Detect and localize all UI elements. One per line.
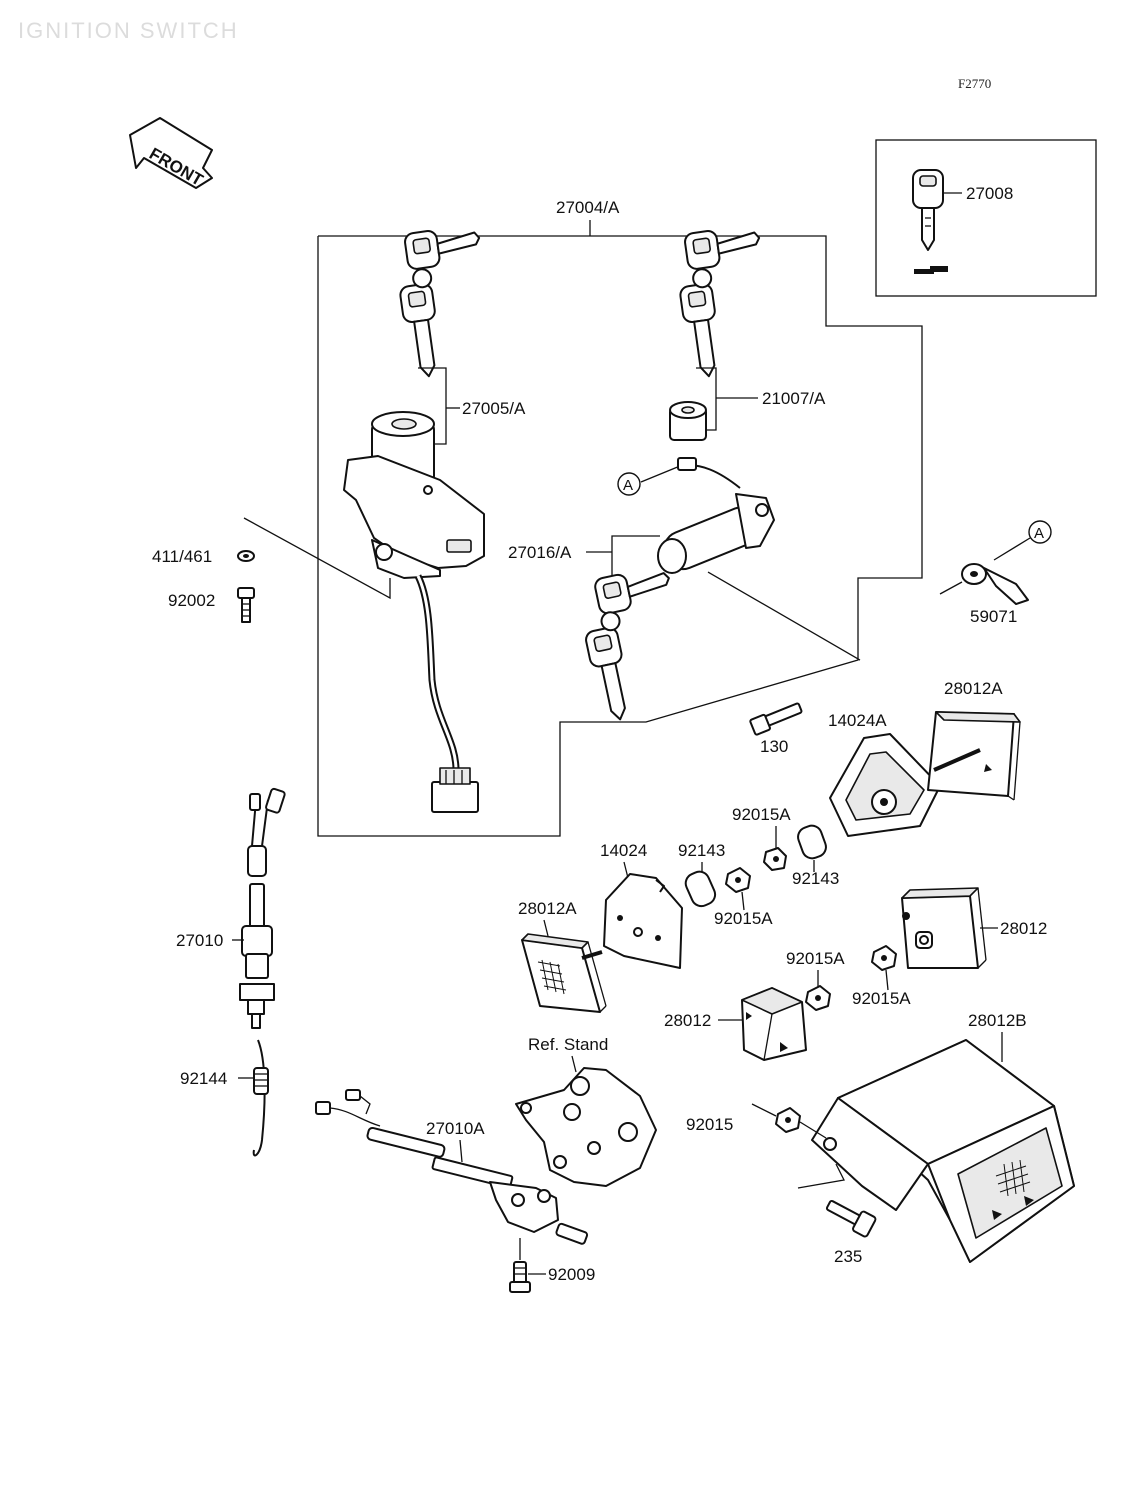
reflector-grid-icon	[537, 959, 567, 995]
key-icon	[912, 169, 944, 251]
nut-92015-icon	[775, 1107, 801, 1133]
nut-1-icon	[763, 847, 787, 871]
part-28012A-top: 28012A	[944, 679, 1003, 698]
part-130: 130	[760, 737, 788, 756]
lock-cylinder-icon	[669, 401, 707, 441]
reflector-left-icon	[521, 933, 607, 1013]
part-27010A: 27010A	[426, 1119, 485, 1138]
spacer-1-icon	[797, 824, 827, 860]
side-stand-switch-icon	[315, 1089, 589, 1245]
part-28012A-left: 28012A	[518, 899, 577, 918]
reflector-top-icon	[927, 711, 1021, 801]
inset-key-box: 27008	[875, 139, 1097, 297]
part-27004: 27004/A	[556, 198, 620, 217]
page-title: IGNITION SWITCH	[18, 18, 239, 43]
part-92144: 92144	[180, 1069, 227, 1088]
kit-outline: 27004/A	[317, 198, 923, 837]
screw-235-icon	[825, 1199, 877, 1238]
part-92143-2: 92143	[792, 869, 839, 888]
part-92015A-4: 92015A	[852, 989, 911, 1008]
spacer-2-icon	[684, 870, 717, 908]
svg-text:A: A	[1034, 525, 1044, 542]
spring-wire-icon	[252, 1039, 269, 1157]
part-92009: 92009	[548, 1265, 595, 1284]
bolt-130-icon	[749, 702, 803, 736]
part-28012-mid: 28012	[664, 1011, 711, 1030]
nut-2-icon	[725, 867, 751, 893]
part-14024: 14024	[600, 841, 647, 860]
part-92015A-1: 92015A	[732, 805, 791, 824]
svg-text:A: A	[623, 477, 633, 494]
ref-stand-label: Ref. Stand	[528, 1035, 608, 1054]
key-pair-left-icon	[399, 230, 481, 378]
reflector-right-icon	[901, 887, 987, 969]
part-92002: 92002	[168, 591, 215, 610]
part-21007: 21007/A	[762, 389, 826, 408]
part-92015A-2: 92015A	[714, 909, 773, 928]
part-27008: 27008	[966, 184, 1013, 203]
part-59071: 59071	[970, 607, 1017, 626]
seat-lock-icon	[657, 457, 775, 574]
part-92143-1: 92143	[678, 841, 725, 860]
rear-reflector-grid-icon	[995, 1159, 1031, 1197]
diagram-code: F2770	[958, 76, 991, 91]
part-28012B: 28012B	[968, 1011, 1027, 1030]
cam-icon	[961, 563, 1029, 605]
ref-a-icon: A	[617, 472, 641, 496]
plate-bracket-icon	[603, 873, 683, 969]
bolt-92009-icon	[509, 1261, 531, 1293]
key-pair-right-icon	[679, 230, 761, 378]
bolt-icon	[237, 587, 255, 623]
rear-reflector-icon	[811, 1039, 1075, 1263]
front-arrow-icon: FRONT	[129, 117, 213, 190]
key-pair-bottom-icon	[585, 572, 670, 721]
nut-3-icon	[805, 985, 831, 1011]
part-14024A: 14024A	[828, 711, 887, 730]
side-stand-icon	[515, 1067, 657, 1187]
wire-harness-icon	[414, 574, 479, 813]
part-92015: 92015	[686, 1115, 733, 1134]
neutral-switch-icon	[239, 787, 286, 1029]
washer-icon	[237, 550, 255, 562]
ignition-switch-icon	[343, 411, 485, 579]
part-27010: 27010	[176, 931, 223, 950]
ref-a-2-icon: A	[1028, 520, 1052, 544]
nut-4-icon	[871, 945, 897, 971]
reflector-mid-icon	[741, 987, 807, 1061]
part-27005: 27005/A	[462, 399, 526, 418]
part-92015A-3: 92015A	[786, 949, 845, 968]
reflector-bracket-icon	[829, 733, 941, 837]
part-28012-right: 28012	[1000, 919, 1047, 938]
part-27016: 27016/A	[508, 543, 572, 562]
part-411-461: 411/461	[152, 547, 212, 566]
part-235: 235	[834, 1247, 862, 1266]
